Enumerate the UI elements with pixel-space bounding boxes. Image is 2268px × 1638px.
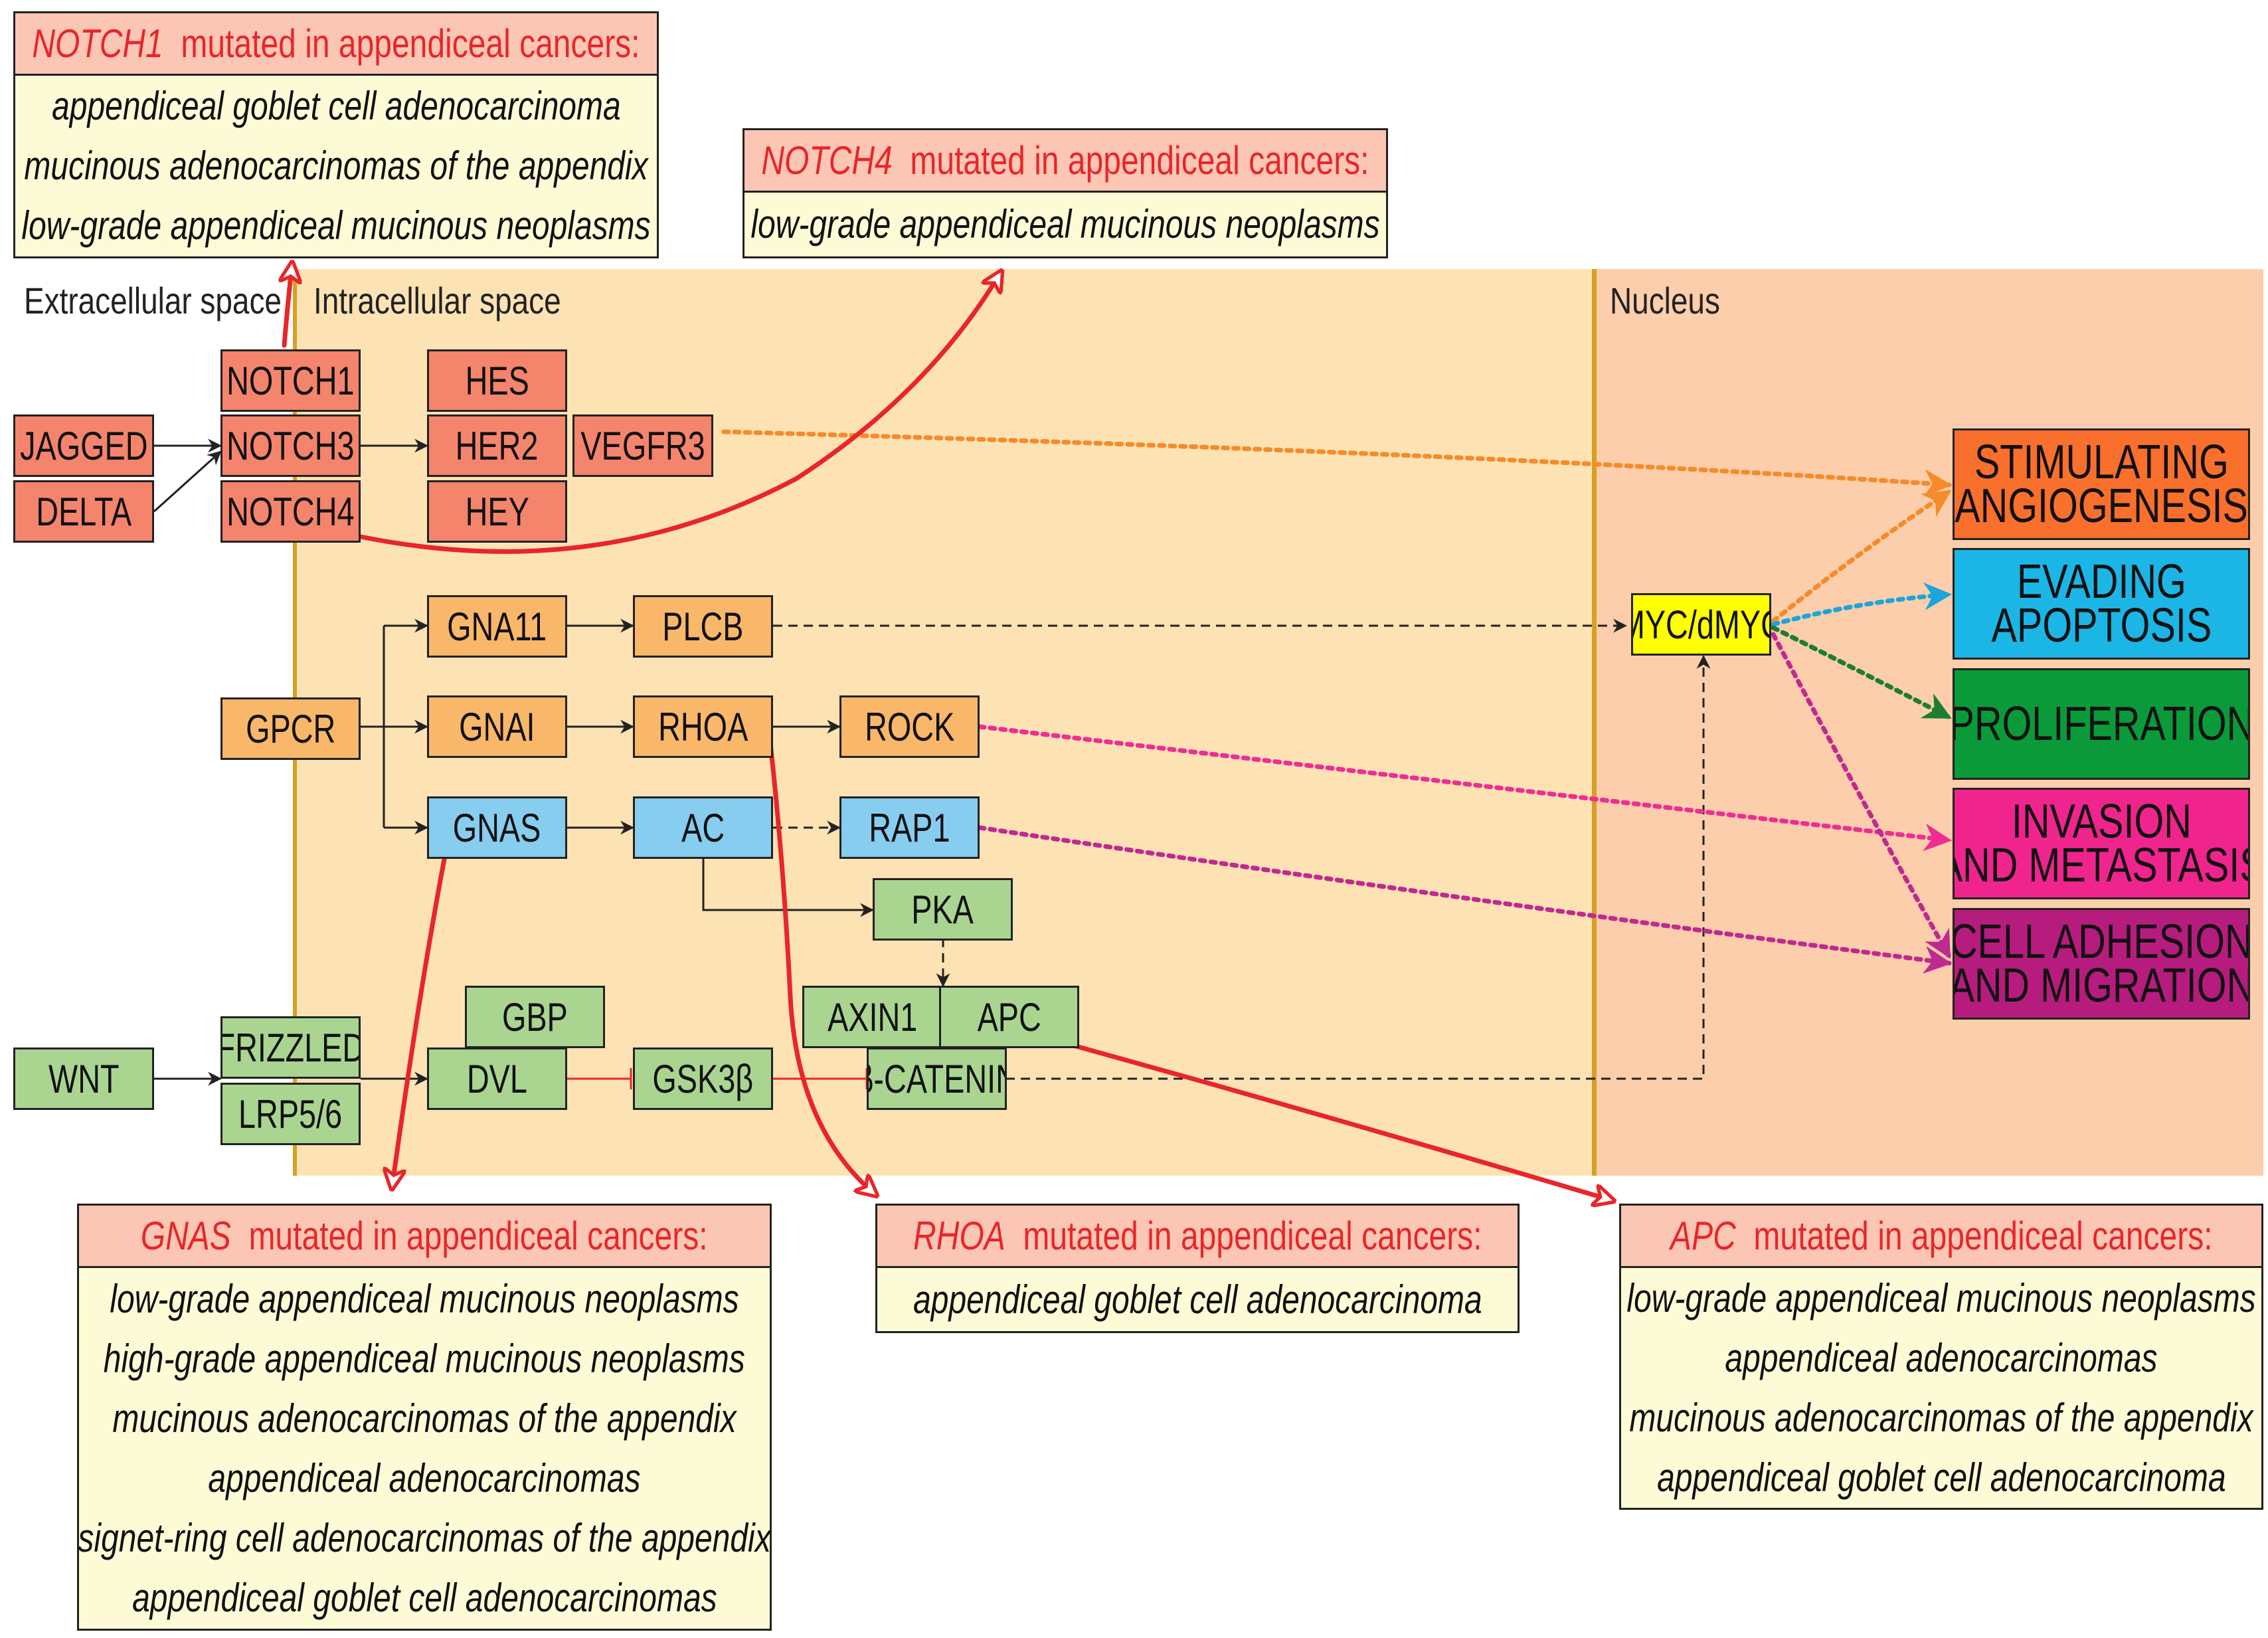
callout-gnas-line: mucinous adenocarcinomas of the appendix xyxy=(112,1396,737,1441)
node-apc: APC xyxy=(939,986,1079,1048)
callout-apc-suffix: mutated in appendiceal cancers: xyxy=(1753,1214,2213,1258)
apc-mutation-arrow xyxy=(1073,1044,1614,1201)
node-rhoa: RHOA xyxy=(633,695,773,758)
callout-apc-gene: APC xyxy=(1670,1214,1736,1258)
node-lrp56: LRP5/6 xyxy=(220,1083,361,1145)
callout-apc: APC mutated in appendiceal cancers: low-… xyxy=(1619,1204,2263,1510)
callout-notch4-line: low-grade appendiceal mucinous neoplasms xyxy=(750,202,1380,246)
node-gsk3b: GSK3β xyxy=(633,1047,773,1110)
callout-rhoa-suffix: mutated in appendiceal cancers: xyxy=(1023,1214,1482,1258)
callout-apc-line: appendiceal goblet cell adenocarcinoma xyxy=(1656,1455,2226,1500)
intracellular-label: Intracellular space xyxy=(313,280,561,321)
callout-notch4-gene: NOTCH4 xyxy=(761,138,893,183)
callout-notch1-line: low-grade appendiceal mucinous neoplasms xyxy=(21,203,651,248)
myc-to-angiogenesis xyxy=(1771,489,1952,624)
node-hey: HEY xyxy=(427,480,567,543)
node-ac: AC xyxy=(633,796,773,859)
node-wnt: WNT xyxy=(13,1047,154,1110)
notch4-mutation-arrow xyxy=(358,271,1002,554)
delta-to-notch3 xyxy=(153,450,222,513)
node-axin1: AXIN1 xyxy=(802,986,942,1048)
node-frizzled: FRIZZLED xyxy=(220,1016,361,1079)
callout-notch4: NOTCH4 mutated in appendiceal cancers: l… xyxy=(742,128,1388,258)
nuclear-membrane-line xyxy=(1592,269,1597,1176)
node-gbp: GBP xyxy=(465,986,605,1048)
node-notch3: NOTCH3 xyxy=(220,414,361,477)
nucleus-label: Nucleus xyxy=(1610,280,1720,321)
node-jagged: JAGGED xyxy=(13,414,154,477)
node-gpcr: GPCR xyxy=(220,697,361,760)
callout-gnas-line: low-grade appendiceal mucinous neoplasms xyxy=(110,1276,739,1321)
callout-notch4-suffix: mutated in appendiceal cancers: xyxy=(910,138,1369,183)
callout-gnas-line: high-grade appendiceal mucinous neoplasm… xyxy=(104,1336,745,1381)
callout-apc-line: low-grade appendiceal mucinous neoplasms xyxy=(1626,1275,2256,1320)
callout-apc-line: appendiceal adenocarcinomas xyxy=(1725,1335,2158,1380)
node-gna11: GNA11 xyxy=(427,595,567,658)
rap1-to-adhesion xyxy=(977,825,1953,974)
extracellular-label: Extracellular space xyxy=(24,280,282,321)
callout-notch1-gene: NOTCH1 xyxy=(32,21,163,66)
callout-gnas-gene: GNAS xyxy=(141,1214,232,1258)
node-rock: ROCK xyxy=(839,695,980,758)
callout-rhoa-line: appendiceal goblet cell adenocarcinoma xyxy=(913,1277,1482,1322)
node-pka: PKA xyxy=(873,878,1013,941)
myc-to-adhesion xyxy=(1771,632,1952,959)
gnas-mutation-arrow xyxy=(392,853,448,1189)
callout-rhoa: RHOA mutated in appendiceal cancers: app… xyxy=(875,1204,1520,1333)
myc-to-apoptosis xyxy=(1771,582,1953,627)
callout-gnas-line: appendiceal goblet cell adenocarcinomas xyxy=(131,1575,717,1620)
callout-notch1: NOTCH1 mutated in appendiceal cancers: a… xyxy=(13,11,659,258)
node-notch1: NOTCH1 xyxy=(220,349,361,412)
node-her2: HER2 xyxy=(427,414,567,477)
callout-gnas-line: signet-ring cell adenocarcinomas of the … xyxy=(78,1515,771,1560)
node-plcb: PLCB xyxy=(633,595,773,658)
node-rap1: RAP1 xyxy=(839,796,980,859)
rock-to-invasion xyxy=(977,724,1953,852)
callout-gnas: GNAS mutated in appendiceal cancers: low… xyxy=(77,1204,772,1631)
bcatenin-to-myc xyxy=(1005,654,1711,1080)
myc-to-proliferation xyxy=(1771,625,1952,720)
callout-notch1-suffix: mutated in appendiceal cancers: xyxy=(181,21,640,66)
node-notch4: NOTCH4 xyxy=(220,480,361,543)
ac-to-pka xyxy=(702,856,875,917)
callout-apc-line: mucinous adenocarcinomas of the appendix xyxy=(1629,1395,2253,1440)
vegfr3-to-angiogenesis xyxy=(721,429,1953,498)
callout-notch1-line: mucinous adenocarcinomas of the appendix xyxy=(24,143,648,188)
callout-gnas-suffix: mutated in appendiceal cancers: xyxy=(248,1214,708,1258)
node-myc: MYC/dMYC xyxy=(1631,593,1771,656)
rhoa-mutation-arrow xyxy=(768,741,877,1196)
callout-notch1-line: appendiceal goblet cell adenocarcinoma xyxy=(51,84,621,128)
notch1-mutation-arrow xyxy=(284,262,292,348)
node-bcatenin: β-CATENIN xyxy=(867,1047,1007,1110)
callout-rhoa-gene: RHOA xyxy=(913,1214,1005,1258)
callout-gnas-line: appendiceal adenocarcinomas xyxy=(208,1455,641,1501)
node-gnai: GNAI xyxy=(427,695,567,758)
node-delta: DELTA xyxy=(13,480,154,543)
node-vegfr3: VEGFR3 xyxy=(572,414,713,477)
node-gnas: GNAS xyxy=(427,796,567,859)
node-dvl: DVL xyxy=(427,1047,567,1110)
node-hes: HES xyxy=(427,349,567,412)
outcome-proliferation: PROLIFERATION xyxy=(1953,668,2250,780)
